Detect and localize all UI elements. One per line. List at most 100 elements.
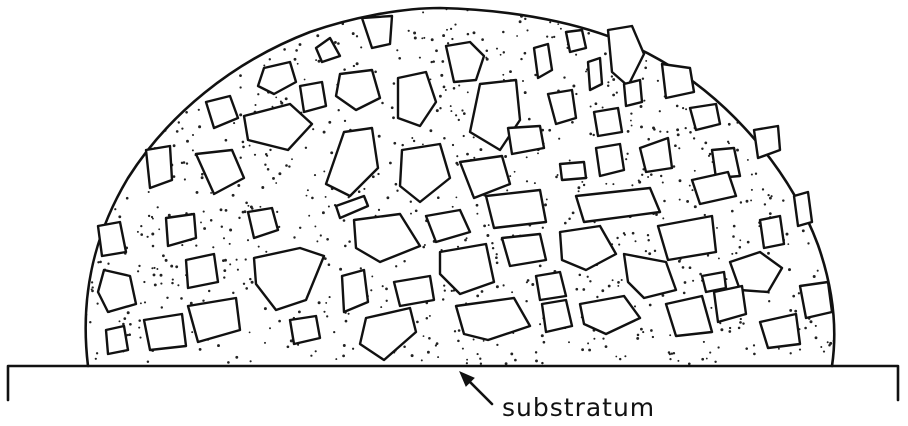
stipple-dot <box>767 252 770 255</box>
stipple-dot <box>511 291 513 293</box>
stipple-dot <box>107 17 110 20</box>
stipple-dot <box>326 238 329 241</box>
stipple-dot <box>671 353 673 355</box>
stipple-dot <box>575 288 578 291</box>
stipple-dot <box>143 63 145 65</box>
stipple-dot <box>285 97 288 100</box>
clast <box>640 138 672 172</box>
stipple-dot <box>503 51 505 53</box>
stipple-dot <box>612 78 615 81</box>
stipple-dot <box>297 63 299 65</box>
stipple-dot <box>423 335 425 337</box>
stipple-dot <box>753 344 755 346</box>
stipple-dot <box>524 91 527 94</box>
stipple-dot <box>526 29 528 31</box>
stipple-dot <box>99 7 102 10</box>
stipple-dot <box>173 144 176 147</box>
stipple-dot <box>265 153 268 156</box>
stipple-dot <box>280 100 282 102</box>
stipple-dot <box>505 362 508 365</box>
clast <box>534 44 552 78</box>
stipple-dot <box>316 34 319 37</box>
clast <box>566 30 586 52</box>
stipple-dot <box>212 246 214 248</box>
stipple-dot <box>196 75 198 77</box>
stipple-dot <box>416 321 419 324</box>
stipple-dot <box>440 74 443 77</box>
stipple-dot <box>97 82 99 84</box>
stipple-dot <box>328 263 331 266</box>
stipple-dot <box>149 77 152 80</box>
stipple-dot <box>97 303 99 305</box>
stipple-dot <box>794 310 797 313</box>
stipple-dot <box>826 41 829 44</box>
stipple-dot <box>232 292 234 294</box>
stipple-dot <box>408 30 410 32</box>
stipple-dot <box>641 174 643 176</box>
stipple-dot <box>569 160 571 162</box>
stipple-dot <box>345 320 348 323</box>
stipple-dot <box>83 185 85 187</box>
stipple-dot <box>247 205 249 207</box>
stipple-dot <box>476 204 479 207</box>
stipple-dot <box>709 352 711 354</box>
stipple-dot <box>157 206 159 208</box>
stipple-dot <box>413 32 416 35</box>
stipple-dot <box>543 341 546 344</box>
stipple-dot <box>834 222 836 224</box>
stipple-dot <box>121 181 124 184</box>
stipple-dot <box>587 342 589 344</box>
stipple-dot <box>763 42 765 44</box>
stipple-dot <box>426 317 429 320</box>
stipple-dot <box>330 15 332 17</box>
stipple-dot <box>526 180 528 182</box>
stipple-dot <box>352 348 354 350</box>
stipple-dot <box>685 108 687 110</box>
stipple-dot <box>804 327 807 330</box>
stipple-dot <box>127 311 130 314</box>
clast <box>536 272 566 300</box>
stipple-dot <box>623 232 625 234</box>
clast <box>98 222 126 256</box>
clast <box>608 26 644 86</box>
stipple-dot <box>769 96 772 99</box>
stipple-dot <box>704 214 706 216</box>
stipple-dot <box>593 338 595 340</box>
stipple-dot <box>166 297 168 299</box>
stipple-dot <box>150 71 152 73</box>
stipple-dot <box>818 163 820 165</box>
stipple-dot <box>221 225 223 227</box>
stipple-dot <box>385 288 388 291</box>
stipple-dot <box>516 35 518 37</box>
stipple-dot <box>143 281 145 283</box>
clast <box>596 144 624 176</box>
stipple-dot <box>381 102 384 105</box>
stipple-dot <box>509 175 511 177</box>
stipple-dot <box>315 59 317 61</box>
stipple-dot <box>725 72 728 75</box>
stipple-dot <box>232 194 235 197</box>
stipple-dot <box>740 318 742 320</box>
stipple-dot <box>783 23 786 26</box>
stipple-dot <box>306 195 308 197</box>
clast <box>354 214 420 262</box>
stipple-dot <box>458 119 460 121</box>
stipple-dot <box>595 102 598 105</box>
stipple-dot <box>458 329 461 332</box>
stipple-dot <box>170 265 173 268</box>
stipple-dot <box>654 250 656 252</box>
stipple-dot <box>807 242 809 244</box>
stipple-dot <box>751 173 753 175</box>
stipple-dot <box>239 113 242 116</box>
stipple-dot <box>645 250 647 252</box>
clasts <box>98 16 832 360</box>
stipple-dot <box>720 328 723 331</box>
stipple-dot <box>789 309 792 312</box>
stipple-dot <box>428 337 431 340</box>
stipple-dot <box>827 100 829 102</box>
stipple-dot <box>308 215 310 217</box>
stipple-dot <box>450 28 452 30</box>
stipple-dot <box>94 65 96 67</box>
stipple-dot <box>81 347 83 349</box>
stipple-dot <box>101 127 103 129</box>
